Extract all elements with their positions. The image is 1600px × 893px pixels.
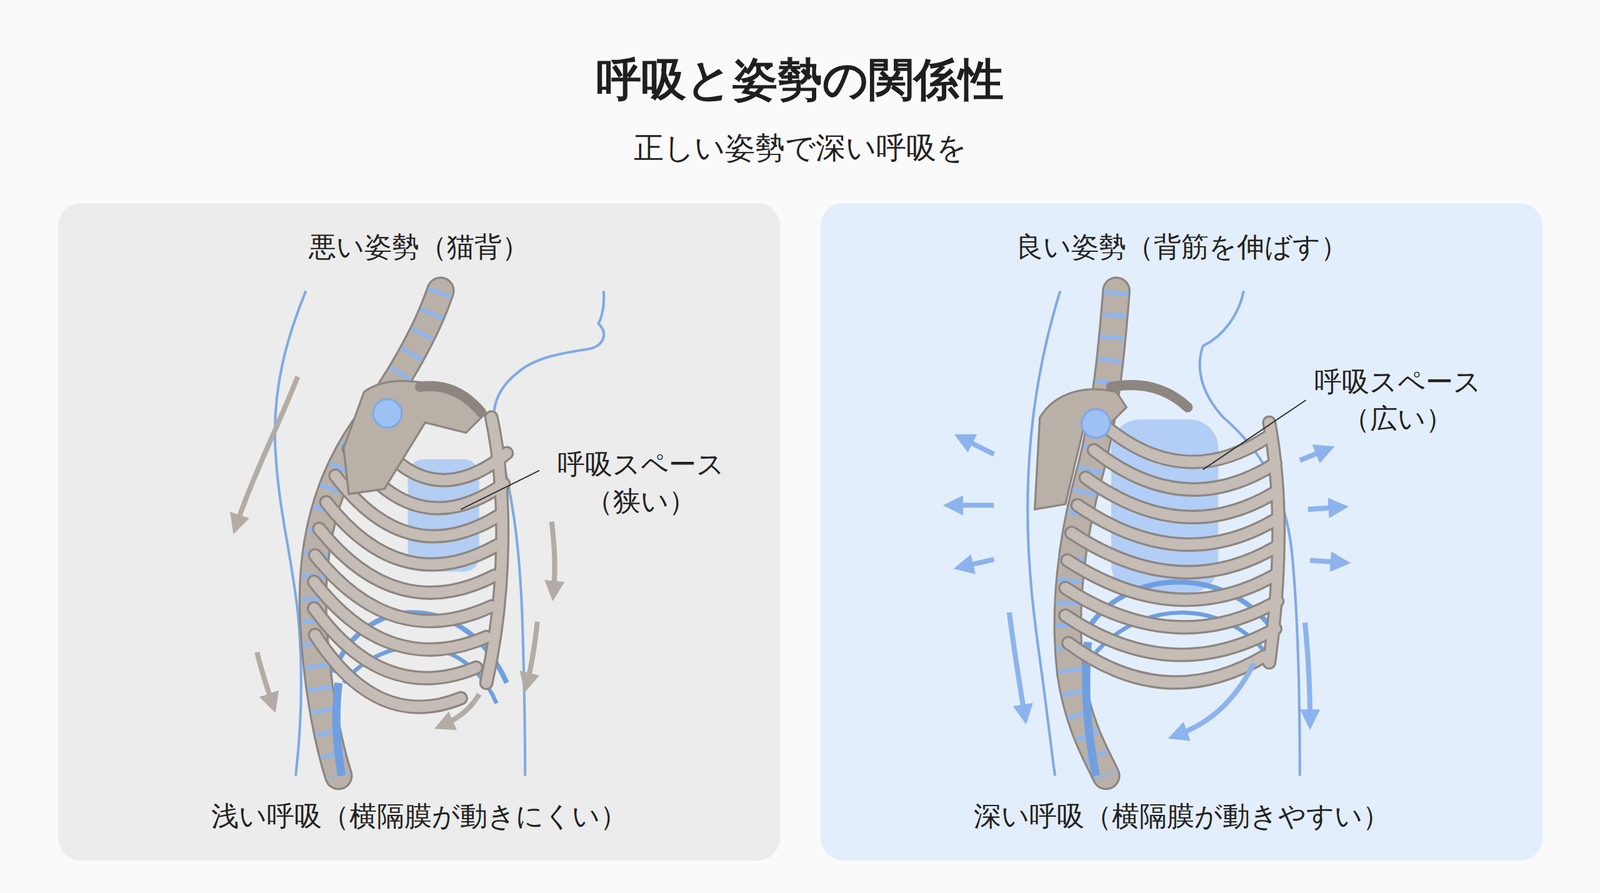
- bad-posture-illustration: [58, 203, 780, 861]
- posture-arrows: [236, 376, 555, 725]
- subtitle: 正しい姿勢で深い呼吸を: [633, 130, 967, 167]
- body-outline: [275, 290, 604, 776]
- scapula: [343, 381, 482, 495]
- expansion-arrows: [953, 438, 1341, 735]
- posture-panel: 悪い姿勢（猫背） 浅い呼吸（横隔膜が動きにくい）: [58, 203, 780, 861]
- diagram-title: 呼吸と姿勢の関係性: [596, 52, 1004, 107]
- callout-label: 呼吸スペース （広い）: [1294, 363, 1501, 438]
- callout-label: 呼吸スペース （狭い）: [537, 445, 744, 520]
- panel-heading: 良い姿勢（背筋を伸ばす）: [820, 230, 1543, 264]
- panel-caption: 深い呼吸（横隔膜が動きやすい）: [820, 800, 1543, 834]
- posture-panel: 良い姿勢（背筋を伸ばす） 深い呼吸（横隔膜が動きやすい）: [820, 203, 1543, 861]
- scapula: [1035, 385, 1189, 510]
- body-outline: [1027, 290, 1300, 776]
- leader-line: [1203, 400, 1307, 470]
- panel-heading: 悪い姿勢（猫背）: [58, 230, 780, 264]
- leader-line: [460, 470, 540, 510]
- ribs: [313, 417, 507, 707]
- panel-caption: 浅い呼吸（横隔膜が動きにくい）: [58, 800, 780, 834]
- good-posture-illustration: [820, 203, 1543, 861]
- ribs: [1065, 422, 1279, 683]
